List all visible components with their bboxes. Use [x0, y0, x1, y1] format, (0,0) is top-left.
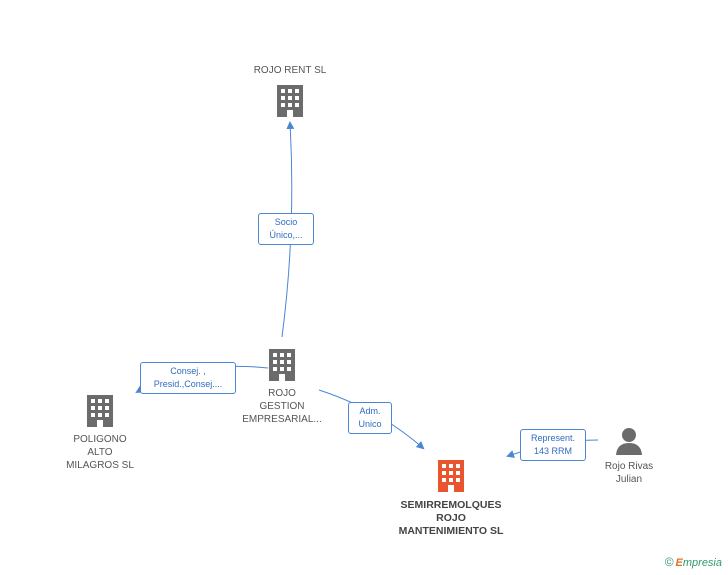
- node-label: Rojo Rivas Julian: [604, 461, 654, 485]
- node-rojo-rivas[interactable]: Rojo Rivas Julian: [584, 426, 674, 486]
- node-rojo-gestion[interactable]: ROJO GESTION EMPRESARIAL...: [222, 347, 342, 426]
- node-label: ROJO RENT SL: [253, 65, 327, 76]
- copyright-symbol: ©: [664, 555, 674, 569]
- person-icon: [616, 428, 642, 455]
- node-label: POLIGONO ALTO MILAGROS SL: [66, 434, 134, 471]
- node-poligono[interactable]: POLIGONO ALTO MILAGROS SL: [50, 393, 150, 472]
- node-label: ROJO GESTION EMPRESARIAL...: [242, 388, 322, 425]
- building-icon: [269, 349, 295, 381]
- brand-name: mpresia: [682, 557, 722, 569]
- edge-label-represent[interactable]: Represent. 143 RRM: [520, 429, 586, 461]
- edge-label-consej[interactable]: Consej. , Presid.,Consej....: [140, 362, 236, 394]
- brand-watermark: ©Empresia: [665, 555, 722, 569]
- edge-label-adm[interactable]: Adm. Unico: [348, 402, 392, 434]
- node-label: SEMIRREMOLQUES ROJO MANTENIMIENTO SL: [398, 499, 504, 537]
- building-icon: [277, 85, 303, 117]
- building-icon: [87, 395, 113, 427]
- building-icon: [438, 460, 464, 492]
- node-semirremolques[interactable]: SEMIRREMOLQUES ROJO MANTENIMIENTO SL: [381, 458, 521, 538]
- brand-initial: E: [675, 557, 683, 569]
- node-rojo-rent[interactable]: ROJO RENT SL: [230, 64, 350, 119]
- edge-label-socio[interactable]: Socio Único,...: [258, 213, 314, 245]
